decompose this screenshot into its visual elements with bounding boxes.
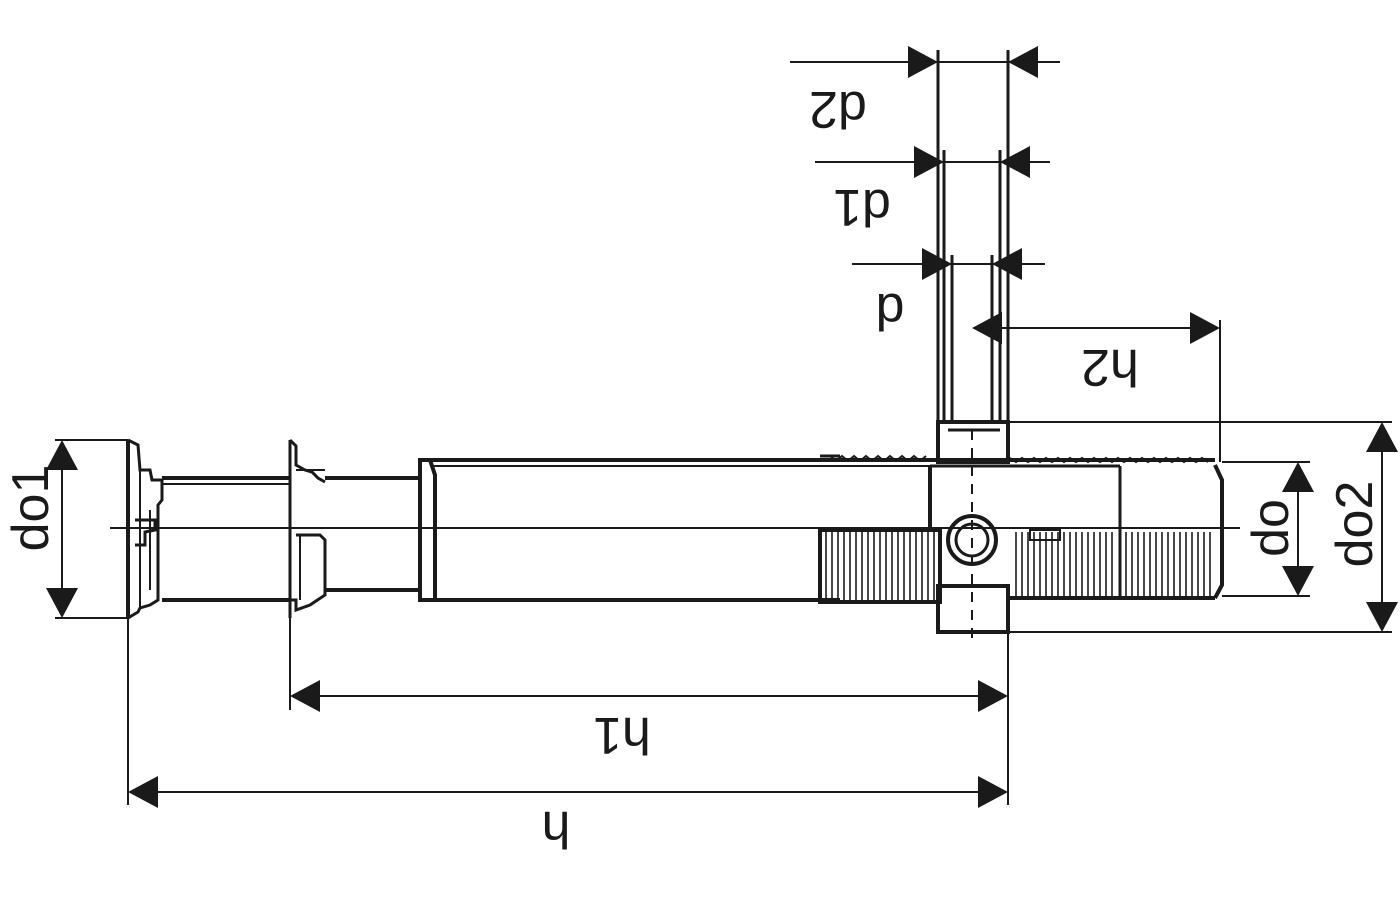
dim-d [852, 248, 1045, 280]
label-h1: h1 [593, 706, 651, 764]
extension-lines [55, 320, 1392, 805]
connecting-tube [325, 476, 420, 592]
dim-h1 [290, 680, 1008, 712]
long-sleeve [418, 454, 940, 602]
label-d2: d2 [809, 80, 867, 138]
thread-lower-right [1015, 532, 1211, 596]
left-flange [126, 438, 164, 620]
dim-d1 [815, 146, 1050, 178]
dim-do [1282, 462, 1314, 596]
label-do2: do2 [1326, 481, 1384, 568]
label-h2: h2 [1081, 338, 1139, 396]
dim-h2 [972, 312, 1220, 344]
dim-h [128, 776, 1008, 808]
label-d1: d1 [833, 178, 891, 236]
dim-d2 [790, 46, 1060, 78]
dim-do2 [1366, 422, 1398, 632]
tee-block [928, 420, 1061, 640]
left-tube [162, 476, 290, 602]
label-do1: do1 [2, 465, 60, 552]
top-thread [829, 454, 1209, 464]
label-d: d [876, 282, 905, 340]
thread-lower-left [825, 532, 935, 600]
middle-flange [288, 438, 327, 618]
label-do: do [1242, 499, 1300, 557]
dim-do1 [46, 440, 78, 618]
vertical-stem [936, 50, 1010, 422]
label-h: h [542, 800, 571, 858]
